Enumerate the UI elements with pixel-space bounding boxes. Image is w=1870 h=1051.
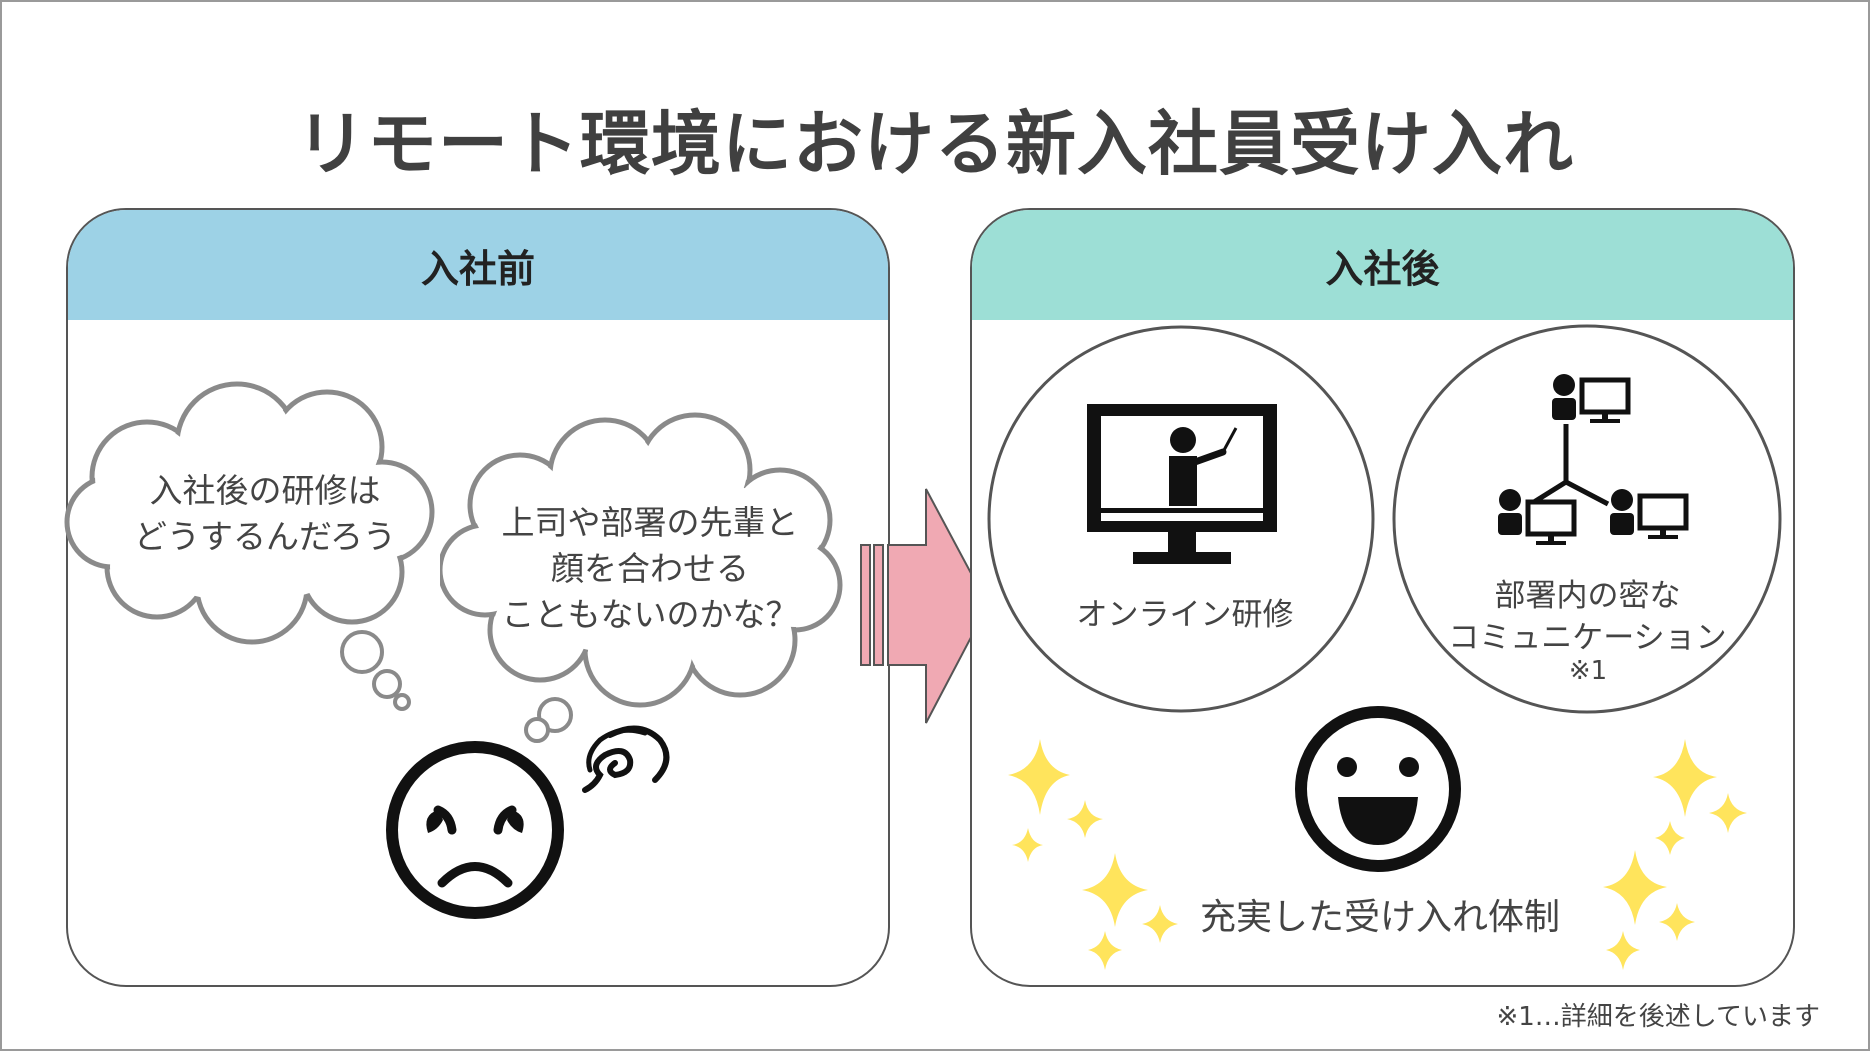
page-title: リモート環境における新入社員受け入れ <box>296 103 1574 185</box>
swirl-icon <box>582 725 670 793</box>
footnote: ※1…詳細を後述しています <box>1496 1002 1820 1032</box>
result-label: 充実した受け入れ体制 <box>1199 897 1560 938</box>
sparkle-icon <box>1603 739 1747 970</box>
online-training-icon <box>1087 404 1277 564</box>
sparkle-icon <box>1008 739 1178 970</box>
communication-circle <box>1392 324 1782 714</box>
happy-face-icon <box>1295 706 1461 872</box>
thought-cloud-2 <box>440 412 843 743</box>
communication-label: 部署内の密な コミュニケーション <box>1448 578 1727 656</box>
communication-footnote-mark: ※1 <box>1568 656 1608 686</box>
sad-face-icon <box>386 741 564 919</box>
after-joining-header: 入社後 <box>972 210 1793 320</box>
thought-text-1: 入社後の研修は どうするんだろう <box>133 471 397 556</box>
before-joining-header: 入社前 <box>68 210 888 320</box>
thought-cloud-1 <box>64 381 435 711</box>
network-icon <box>1498 374 1689 545</box>
transition-arrow <box>860 488 990 724</box>
thought-text-2: 上司や部署の先輩と 顔を合わせる こともないのかな？ <box>501 503 799 634</box>
online-training-label: オンライン研修 <box>1076 597 1294 633</box>
